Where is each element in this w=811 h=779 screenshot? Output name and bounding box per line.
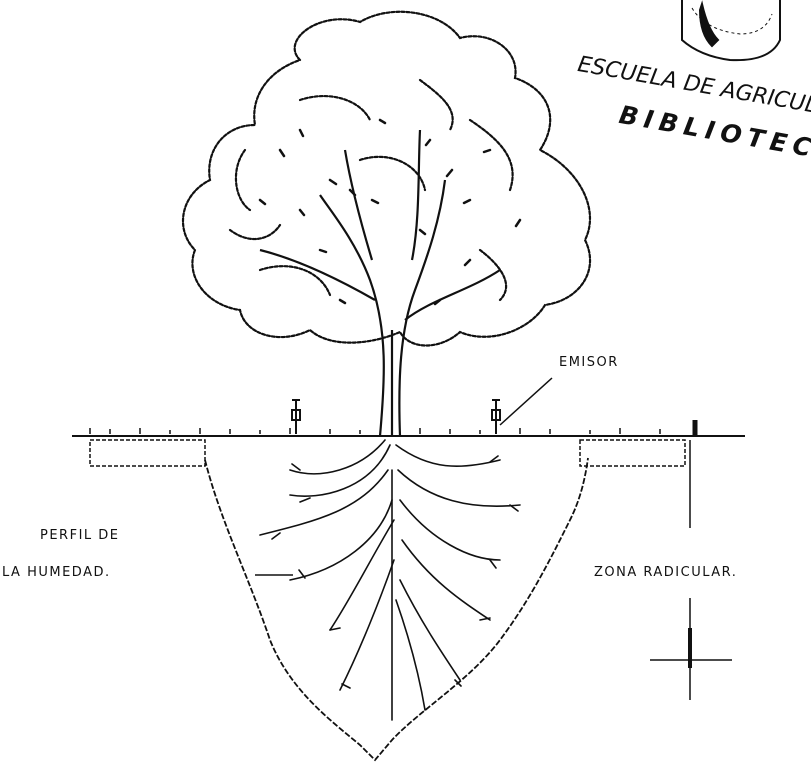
emitter-leader-line: [500, 378, 552, 425]
emitter-right-icon: [492, 400, 500, 434]
root-zone-label: ZONA RADICULAR.: [594, 565, 737, 580]
emitter-label: EMISOR: [559, 355, 619, 370]
tree-trunk: [260, 130, 500, 436]
moisture-profile-label-line2: LA HUMEDAD.: [2, 565, 111, 580]
library-seal-icon: [682, 0, 780, 60]
ground-surface: [72, 420, 745, 466]
moisture-profile-outline: [205, 458, 588, 760]
tree-canopy: [183, 12, 590, 346]
canopy-texture: [260, 120, 520, 304]
tree-roots: [260, 440, 520, 720]
emitter-left-icon: [292, 400, 300, 434]
moisture-profile-label-line1: PERFIL DE: [40, 528, 120, 543]
